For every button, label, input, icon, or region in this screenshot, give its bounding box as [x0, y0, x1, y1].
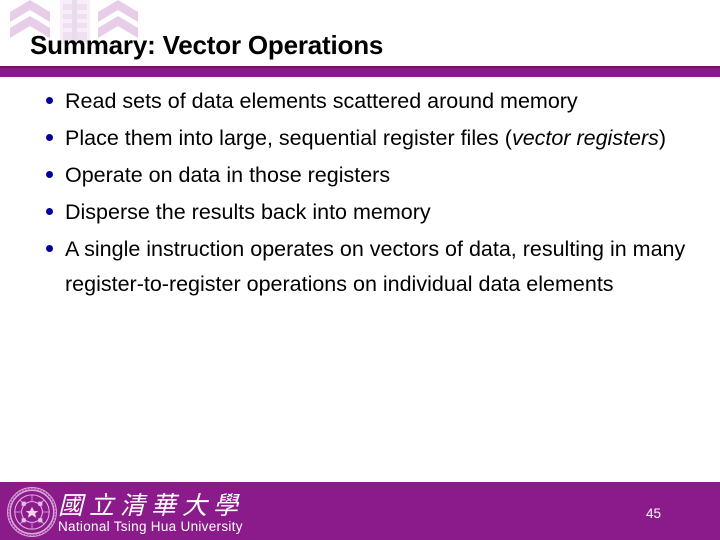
- university-name-en: National Tsing Hua University: [58, 519, 243, 534]
- bullet-text-before: Place them into large, sequential regist…: [65, 126, 512, 150]
- bullet-dot-icon: [46, 245, 53, 252]
- bullet-text-italic: vector registers: [511, 126, 659, 150]
- bullet-text: Disperse the results back into memory: [65, 200, 431, 224]
- page-number: 45: [646, 506, 662, 521]
- university-name-cn: 國立清華大學: [58, 493, 245, 520]
- list-item: Disperse the results back into memory: [30, 195, 695, 230]
- university-seal-icon: [7, 487, 57, 537]
- footer-bar: [0, 482, 720, 540]
- list-item: A single instruction operates on vectors…: [30, 232, 695, 302]
- page-title: Summary: Vector Operations: [30, 30, 384, 60]
- title-divider-bar: [0, 66, 720, 77]
- bullet-text: Place them into large, sequential regist…: [65, 126, 666, 150]
- list-item: Operate on data in those registers: [30, 158, 695, 193]
- bullet-list: Read sets of data elements scattered aro…: [30, 84, 695, 304]
- list-item: Read sets of data elements scattered aro…: [30, 84, 695, 119]
- bullet-text-after: ): [658, 126, 667, 150]
- bullet-dot-icon: [46, 208, 53, 215]
- bullet-text: A single instruction operates on vectors…: [65, 237, 686, 296]
- list-item: Place them into large, sequential regist…: [30, 121, 695, 156]
- bullet-text: Operate on data in those registers: [65, 163, 391, 187]
- bullet-dot-icon: [46, 97, 53, 104]
- bullet-dot-icon: [46, 134, 53, 141]
- bullet-text: Read sets of data elements scattered aro…: [65, 89, 578, 113]
- bullet-dot-icon: [46, 171, 53, 178]
